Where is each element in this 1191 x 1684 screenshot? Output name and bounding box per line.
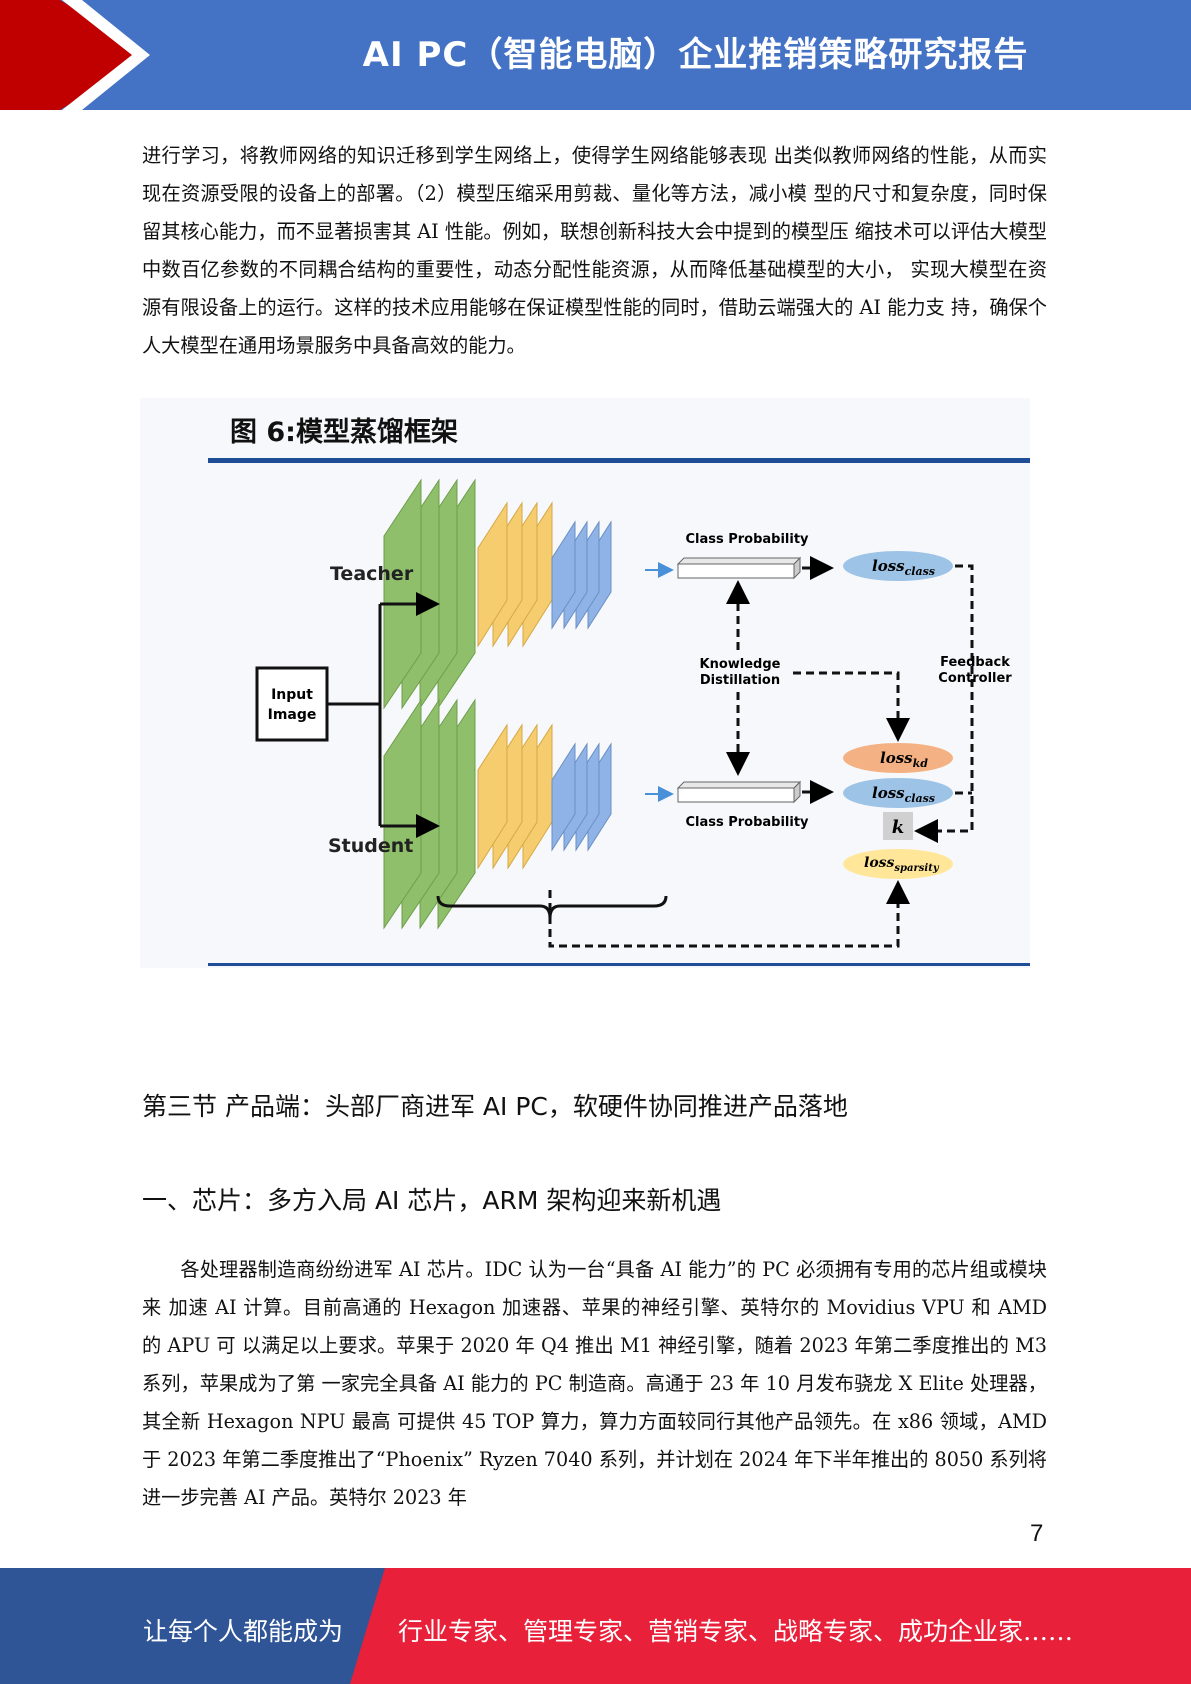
- loss-class-teacher: [843, 551, 953, 581]
- svg-text:losssparsity: losssparsity: [864, 855, 940, 874]
- intro-paragraph: 进行学习，将教师网络的知识迁移到学生网络上，使得学生网络能够表现 出类似教师网络…: [142, 144, 1047, 357]
- feedback-controller-label-2: Controller: [938, 671, 1012, 686]
- page-number: 7: [1030, 1520, 1044, 1547]
- k-label: k: [892, 817, 904, 838]
- footer-slogan-left: 让每个人都能成为: [143, 1617, 344, 1646]
- input-label-line2: Image: [268, 707, 317, 723]
- figure-top-rule: [208, 458, 1030, 463]
- class-probability-bar-top: [676, 556, 802, 580]
- svg-text:lossclass: lossclass: [872, 784, 935, 805]
- input-image-box: [255, 666, 329, 742]
- teacher-layers: [383, 478, 612, 710]
- teacher-label: Teacher: [330, 563, 414, 585]
- knowledge-distillation-label-2: Distillation: [700, 673, 780, 688]
- figure-model-distillation: 图 6:模型蒸馏框架: [140, 398, 1030, 968]
- loss-class-student: [843, 778, 953, 808]
- loss-sparsity: [843, 849, 953, 879]
- figure-title: 图 6:模型蒸馏框架: [230, 417, 458, 448]
- header-arrow-decoration: [0, 0, 150, 110]
- body-paragraph: 各处理器制造商纷纷进军 AI 芯片。IDC 认为一台“具备 AI 能力”的 PC…: [142, 1258, 1047, 1509]
- feedback-controller-label-1: Feedback: [940, 655, 1010, 670]
- input-label-line1: Input: [271, 687, 313, 703]
- page-header: AI PC（智能电脑）企业推销策略研究报告: [0, 0, 1191, 110]
- svg-text:losskd: losskd: [880, 749, 928, 770]
- k-box: [883, 812, 913, 840]
- svg-text:lossclass: lossclass: [872, 557, 935, 578]
- footer-banner-shape: [0, 1568, 1191, 1684]
- page-footer: [0, 1568, 1191, 1684]
- class-probability-bottom-label: Class Probability: [685, 815, 809, 830]
- knowledge-distillation-label-1: Knowledge: [700, 657, 781, 672]
- class-probability-bar-bottom: [676, 780, 802, 804]
- figure-bottom-rule: [208, 963, 1030, 966]
- student-label: Student: [328, 835, 413, 857]
- layers-brace: [436, 895, 668, 919]
- footer-slogan-right: 行业专家、管理专家、营销专家、战略专家、成功企业家……: [398, 1617, 1074, 1646]
- class-probability-top-label: Class Probability: [685, 532, 809, 547]
- section-title: 第三节 产品端：头部厂商进军 AI PC，软硬件协同推进产品落地: [142, 1092, 848, 1121]
- subsection-title: 一、芯片：多方入局 AI 芯片，ARM 架构迎来新机遇: [142, 1186, 722, 1215]
- loss-kd: [843, 743, 953, 773]
- report-title: AI PC（智能电脑）企业推销策略研究报告: [362, 35, 1029, 75]
